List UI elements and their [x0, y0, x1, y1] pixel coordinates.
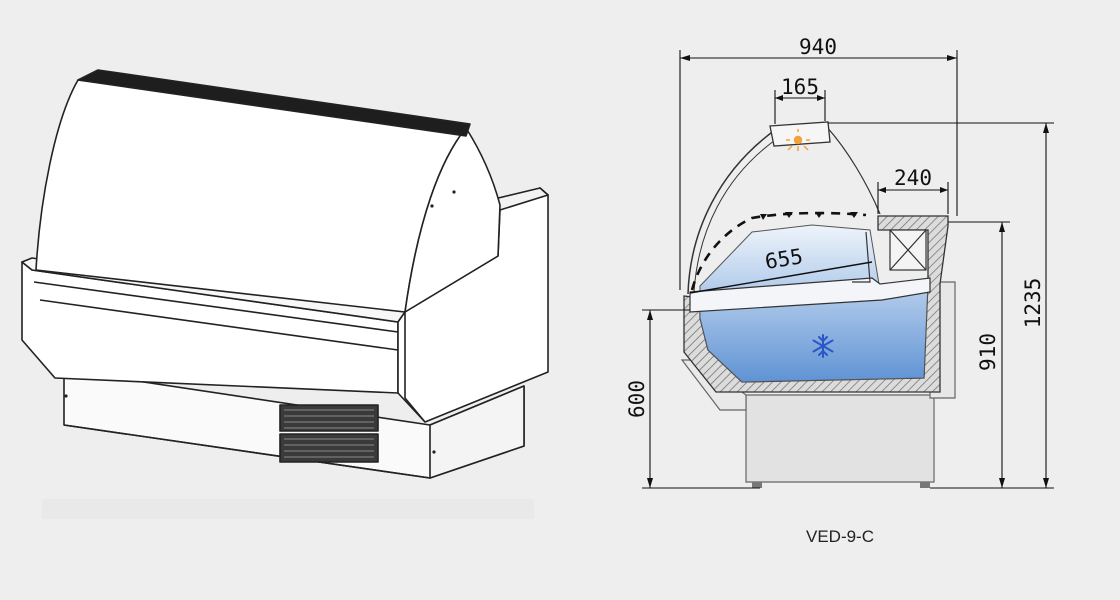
dimension-lines — [642, 50, 1054, 489]
foot — [752, 482, 762, 488]
front-rail-line — [33, 281, 399, 333]
snowflake-icon — [812, 334, 834, 358]
screw — [432, 450, 436, 454]
front-rail-line-2 — [39, 299, 399, 351]
ventilation-grille — [279, 404, 379, 463]
glass-side-profile — [404, 127, 501, 313]
section-lamp-housing — [769, 121, 831, 147]
cross-section-view — [680, 121, 956, 488]
display-case-isometric — [21, 69, 549, 519]
section-glass — [687, 129, 776, 295]
foot — [920, 482, 930, 488]
section-evaporator — [889, 229, 927, 271]
dimension-label-overall-depth: 940 — [799, 35, 837, 59]
screw — [64, 394, 68, 398]
dimension-label-rear-shelf: 240 — [894, 166, 932, 190]
base-bottom-edge — [63, 424, 431, 479]
floor-shadow — [42, 499, 534, 519]
dimension-label-display-depth: 655 — [763, 244, 804, 274]
top-canopy — [77, 69, 471, 137]
section-stand — [745, 394, 935, 483]
section-rear-glass — [824, 124, 881, 215]
section-display-deck — [689, 277, 931, 313]
light-icon — [786, 129, 810, 151]
airflow-arrows — [760, 212, 858, 220]
section-airflow — [690, 211, 867, 291]
section-glass-inner — [693, 137, 779, 293]
section-deck-lip — [852, 231, 871, 283]
dimension-label-front-height: 600 — [625, 380, 649, 418]
screw — [452, 190, 456, 194]
dimension-label-overall-height: 1235 — [1021, 278, 1045, 329]
dimension-label-lamp-width: 165 — [781, 75, 819, 99]
screw — [430, 204, 434, 208]
base-side — [429, 385, 525, 479]
model-label: VED-9-C — [805, 527, 874, 546]
end-panel-edge — [404, 312, 426, 423]
dimension-label-body-height: 910 — [976, 333, 1000, 371]
dimension-arrows — [647, 55, 1049, 488]
